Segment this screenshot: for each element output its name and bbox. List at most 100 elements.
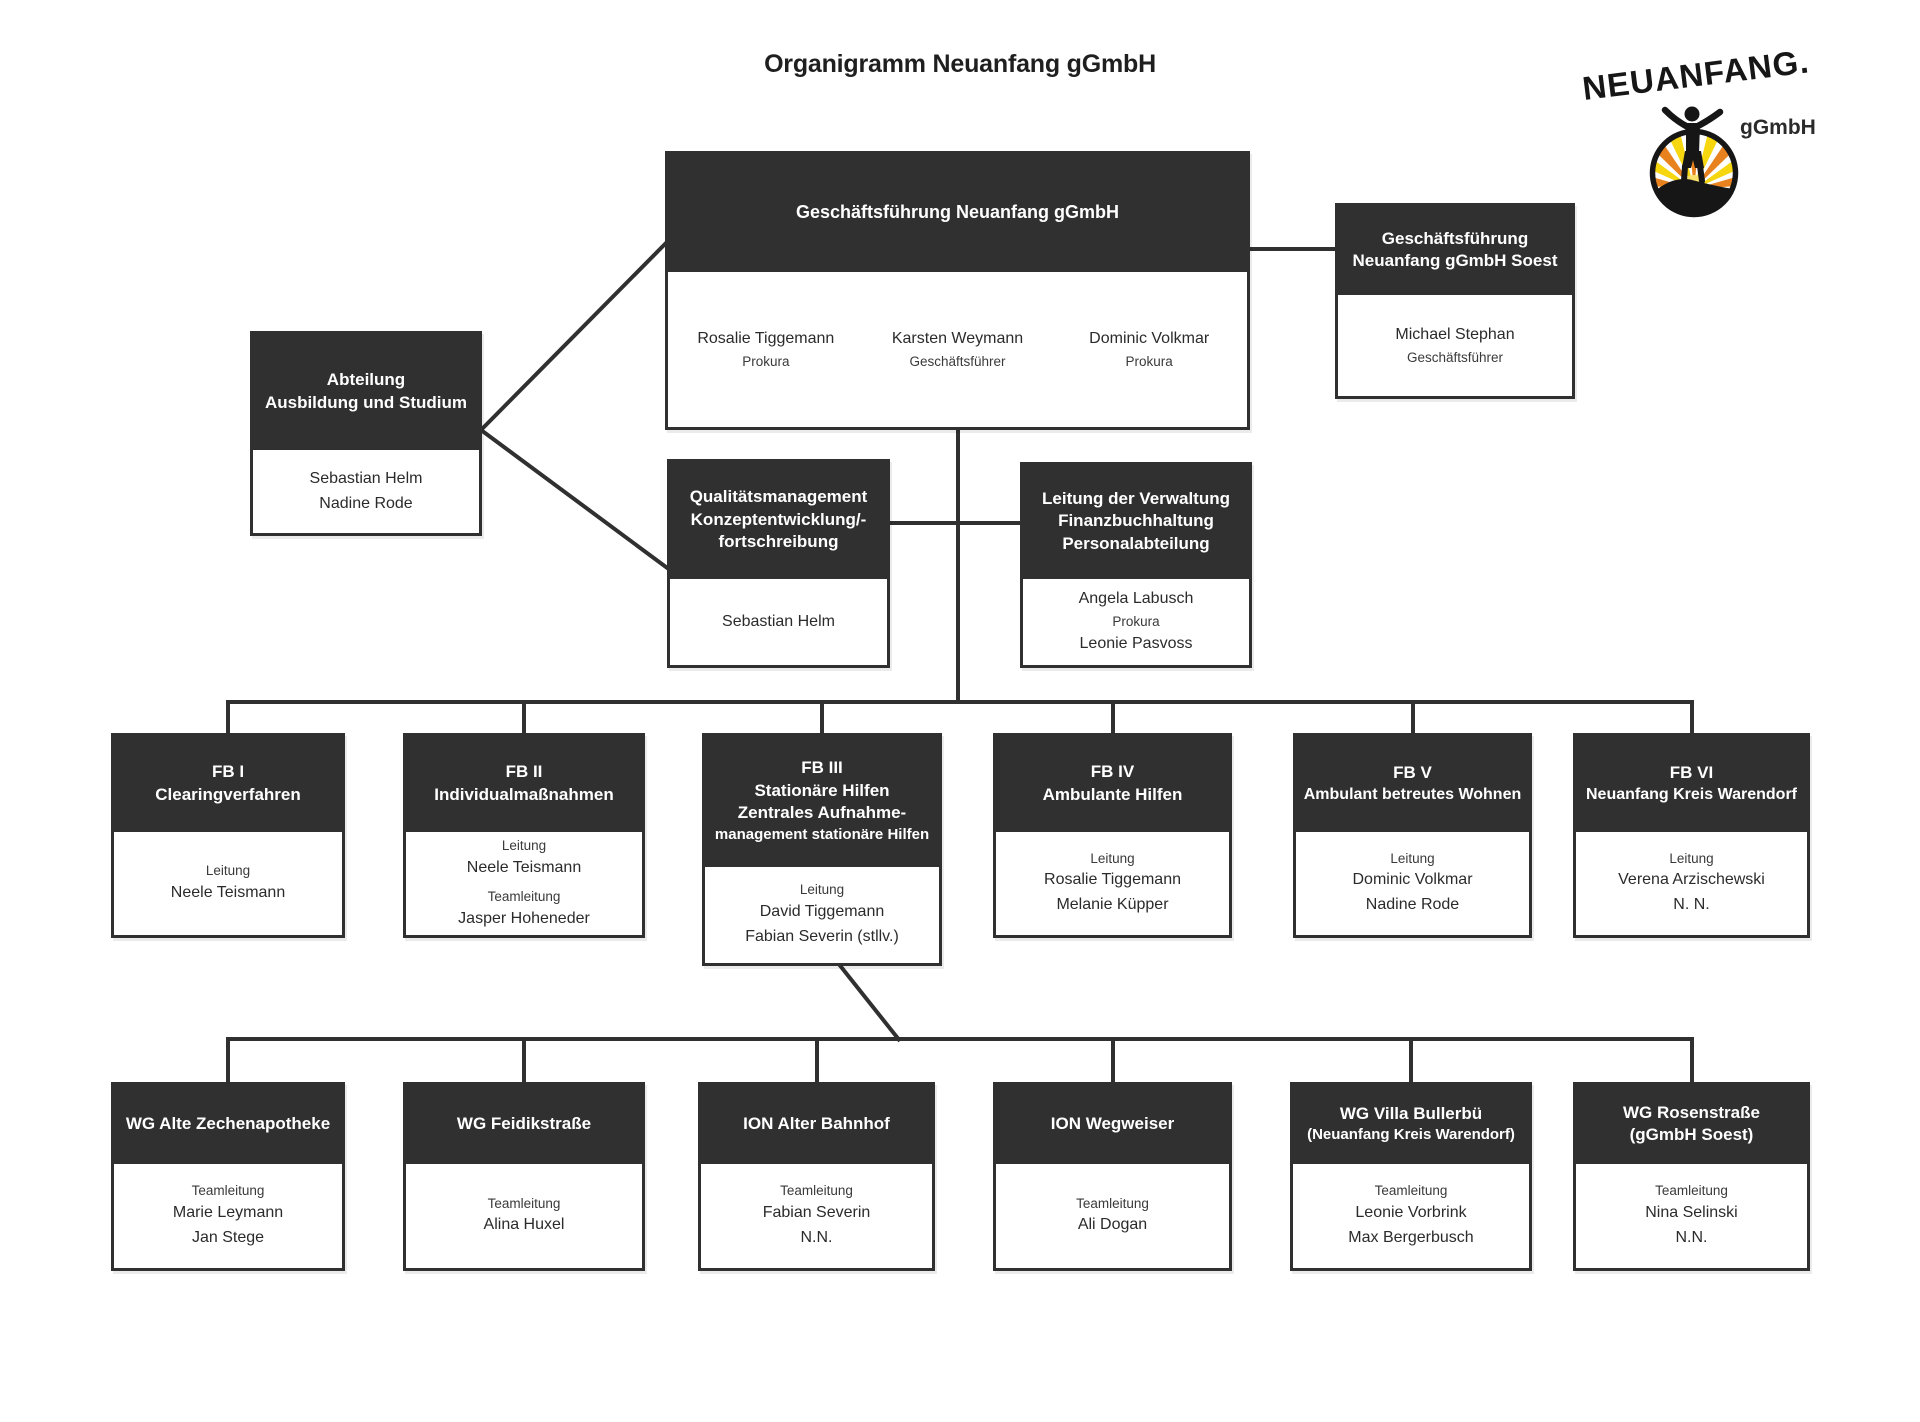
person-name: Neele Teismann xyxy=(170,883,286,901)
box-body: Teamleitung Marie Leymann Jan Stege xyxy=(114,1164,342,1268)
hill-silhouette xyxy=(1653,179,1735,214)
header-line: WG Villa Bullerbü xyxy=(1339,1103,1483,1123)
header-line: Neuanfang Kreis Warendorf xyxy=(1586,786,1797,804)
logo-suffix-text: gGmbH xyxy=(1740,116,1816,139)
header-line: FB II xyxy=(505,762,543,782)
box-header: Leitung der Verwaltung Finanzbuchhaltung… xyxy=(1022,464,1250,579)
box-body: Leitung Rosalie Tiggemann Melanie Küpper xyxy=(996,832,1229,935)
role-label: Leitung xyxy=(1390,850,1435,866)
person-entry: Dominic Volkmar Prokura xyxy=(1053,327,1245,371)
header-line: FB VI xyxy=(1669,762,1714,782)
header-line: Ambulant betreutes Wohnen xyxy=(1303,786,1522,804)
header-line: FB IV xyxy=(1090,762,1135,782)
org-box-geschaeftsfuehrung-soest: Geschäftsführung Neuanfang gGmbH Soest M… xyxy=(1335,203,1575,399)
box-header: WG Rosenstraße (gGmbH Soest) xyxy=(1575,1084,1808,1164)
person-name: Leonie Pasvoss xyxy=(1079,634,1193,652)
role-label: Teamleitung xyxy=(487,889,561,905)
box-header: WG Alte Zechenapotheke xyxy=(113,1084,343,1164)
header-line: ION Alter Bahnhof xyxy=(743,1113,890,1133)
org-box-wg-feidikstrasse: WG Feidikstraße Teamleitung Alina Huxel xyxy=(403,1082,645,1271)
person-name: Rosalie Tiggemann xyxy=(697,330,835,348)
role-label: Prokura xyxy=(742,354,790,370)
header-line: FB III xyxy=(801,758,843,778)
box-body: Angela Labusch Prokura Leonie Pasvoss xyxy=(1023,579,1249,665)
header-line: Ausbildung und Studium xyxy=(264,392,468,412)
org-box-wg-villa-bullerbue: WG Villa Bullerbü (Neuanfang Kreis Waren… xyxy=(1290,1082,1532,1271)
person-entry: Karsten Weymann Geschäftsführer xyxy=(862,327,1054,371)
person-name: Michael Stephan xyxy=(1395,326,1515,344)
header-line: Finanzbuchhaltung xyxy=(1058,511,1214,531)
org-box-fb6-neuanfang-kreis-warendorf: FB VI Neuanfang Kreis Warendorf Leitung … xyxy=(1573,733,1810,938)
role-label: Leitung xyxy=(501,838,547,853)
box-body: Sebastian Helm Nadine Rode xyxy=(253,450,479,533)
box-body: Leitung Dominic Volkmar Nadine Rode xyxy=(1296,832,1529,935)
person-name: Nina Selinski xyxy=(1645,1203,1738,1221)
box-body: Michael Stephan Geschäftsführer xyxy=(1338,295,1572,396)
person-name: Jan Stege xyxy=(191,1228,265,1246)
person-name: Karsten Weymann xyxy=(891,330,1024,348)
role-label: Leitung xyxy=(1669,850,1714,866)
org-box-wg-rosenstrasse: WG Rosenstraße (gGmbH Soest) Teamleitung… xyxy=(1573,1082,1810,1271)
header-line: (Neuanfang Kreis Warendorf) xyxy=(1307,1126,1515,1144)
box-body: Leitung Verena Arzischewski N. N. xyxy=(1576,832,1807,935)
role-label: Geschäftsführer xyxy=(1406,350,1504,366)
header-line: ION Wegweiser xyxy=(1050,1113,1175,1133)
box-header: FB I Clearingverfahren xyxy=(113,735,343,832)
person-name: Jasper Hoheneder xyxy=(458,909,590,927)
box-body: Leitung Neele Teismann Teamleitung Jaspe… xyxy=(406,832,642,936)
person-name: Melanie Küpper xyxy=(1056,896,1169,914)
header-line: Zentrales Aufnahme- xyxy=(737,803,907,823)
header-line: Leitung der Verwaltung xyxy=(1042,488,1230,508)
person-name: Leonie Vorbrink xyxy=(1355,1203,1467,1221)
header-line: Ambulante Hilfen xyxy=(1042,784,1183,804)
org-box-verwaltung: Leitung der Verwaltung Finanzbuchhaltung… xyxy=(1020,462,1252,668)
box-body: Sebastian Helm xyxy=(670,579,887,665)
header-line: fortschreibung xyxy=(718,532,839,552)
box-header: Qualitätsmanagement Konzeptentwicklung/-… xyxy=(669,461,888,579)
header-line: Clearingverfahren xyxy=(155,784,301,804)
box-header: WG Villa Bullerbü (Neuanfang Kreis Waren… xyxy=(1292,1084,1530,1164)
org-box-geschaeftsfuehrung: Geschäftsführung Neuanfang gGmbH Rosalie… xyxy=(665,151,1250,430)
org-box-fb3-stationaere-hilfen: FB III Stationäre Hilfen Zentrales Aufna… xyxy=(702,733,942,966)
org-box-abteilung-ausbildung: Abteilung Ausbildung und Studium Sebasti… xyxy=(250,331,482,536)
box-header: Geschäftsführung Neuanfang gGmbH xyxy=(667,153,1248,272)
header-line: Abteilung xyxy=(326,370,406,390)
person-name: Dominic Volkmar xyxy=(1089,330,1210,348)
person-name: Sebastian Helm xyxy=(722,612,835,630)
person-name: Ali Dogan xyxy=(1077,1216,1148,1234)
box-header: Geschäftsführung Neuanfang gGmbH Soest xyxy=(1337,205,1573,295)
person-name: Rosalie Tiggemann xyxy=(1044,871,1181,889)
role-label: Teamleitung xyxy=(487,1195,561,1211)
header-line: Qualitätsmanagement xyxy=(689,487,868,507)
company-logo: NEUANFANG. gGmbH xyxy=(1580,42,1900,240)
person-name: Fabian Severin (stllv.) xyxy=(745,927,899,945)
person-name: Angela Labusch xyxy=(1078,590,1194,608)
role-label: Leitung xyxy=(799,882,845,898)
header-line: Konzeptentwicklung/- xyxy=(690,509,867,529)
header-line: Geschäftsführung Neuanfang gGmbH xyxy=(795,201,1119,222)
header-line: WG Alte Zechenapotheke xyxy=(125,1113,331,1133)
role-label: Geschäftsführer xyxy=(909,354,1006,370)
sun-icon xyxy=(1649,106,1739,218)
role-label: Prokura xyxy=(1112,614,1160,630)
header-line: Personalabteilung xyxy=(1062,533,1210,553)
person-name: Verena Arzischewski xyxy=(1618,871,1765,889)
header-line: FB I xyxy=(211,762,245,782)
org-box-fb1-clearingverfahren: FB I Clearingverfahren Leitung Neele Tei… xyxy=(111,733,345,938)
header-line: Individualmaßnahmen xyxy=(434,784,614,804)
person-name: Alina Huxel xyxy=(483,1216,565,1234)
person-name: Marie Leymann xyxy=(172,1203,284,1221)
person-name: Fabian Severin xyxy=(762,1203,871,1221)
header-line: (gGmbH Soest) xyxy=(1629,1125,1754,1144)
box-body: Teamleitung Leonie Vorbrink Max Bergerbu… xyxy=(1293,1164,1529,1268)
role-label: Leitung xyxy=(1090,850,1135,866)
role-label: Teamleitung xyxy=(1655,1183,1728,1199)
header-line: FB V xyxy=(1393,762,1432,782)
box-header: FB III Stationäre Hilfen Zentrales Aufna… xyxy=(704,735,940,867)
header-line: management stationäre Hilfen xyxy=(714,825,930,843)
role-label: Teamleitung xyxy=(191,1183,265,1199)
person-name: Neele Teismann xyxy=(466,858,582,876)
header-line: Geschäftsführung xyxy=(1381,228,1529,248)
org-box-wg-alte-zechenapotheke: WG Alte Zechenapotheke Teamleitung Marie… xyxy=(111,1082,345,1271)
